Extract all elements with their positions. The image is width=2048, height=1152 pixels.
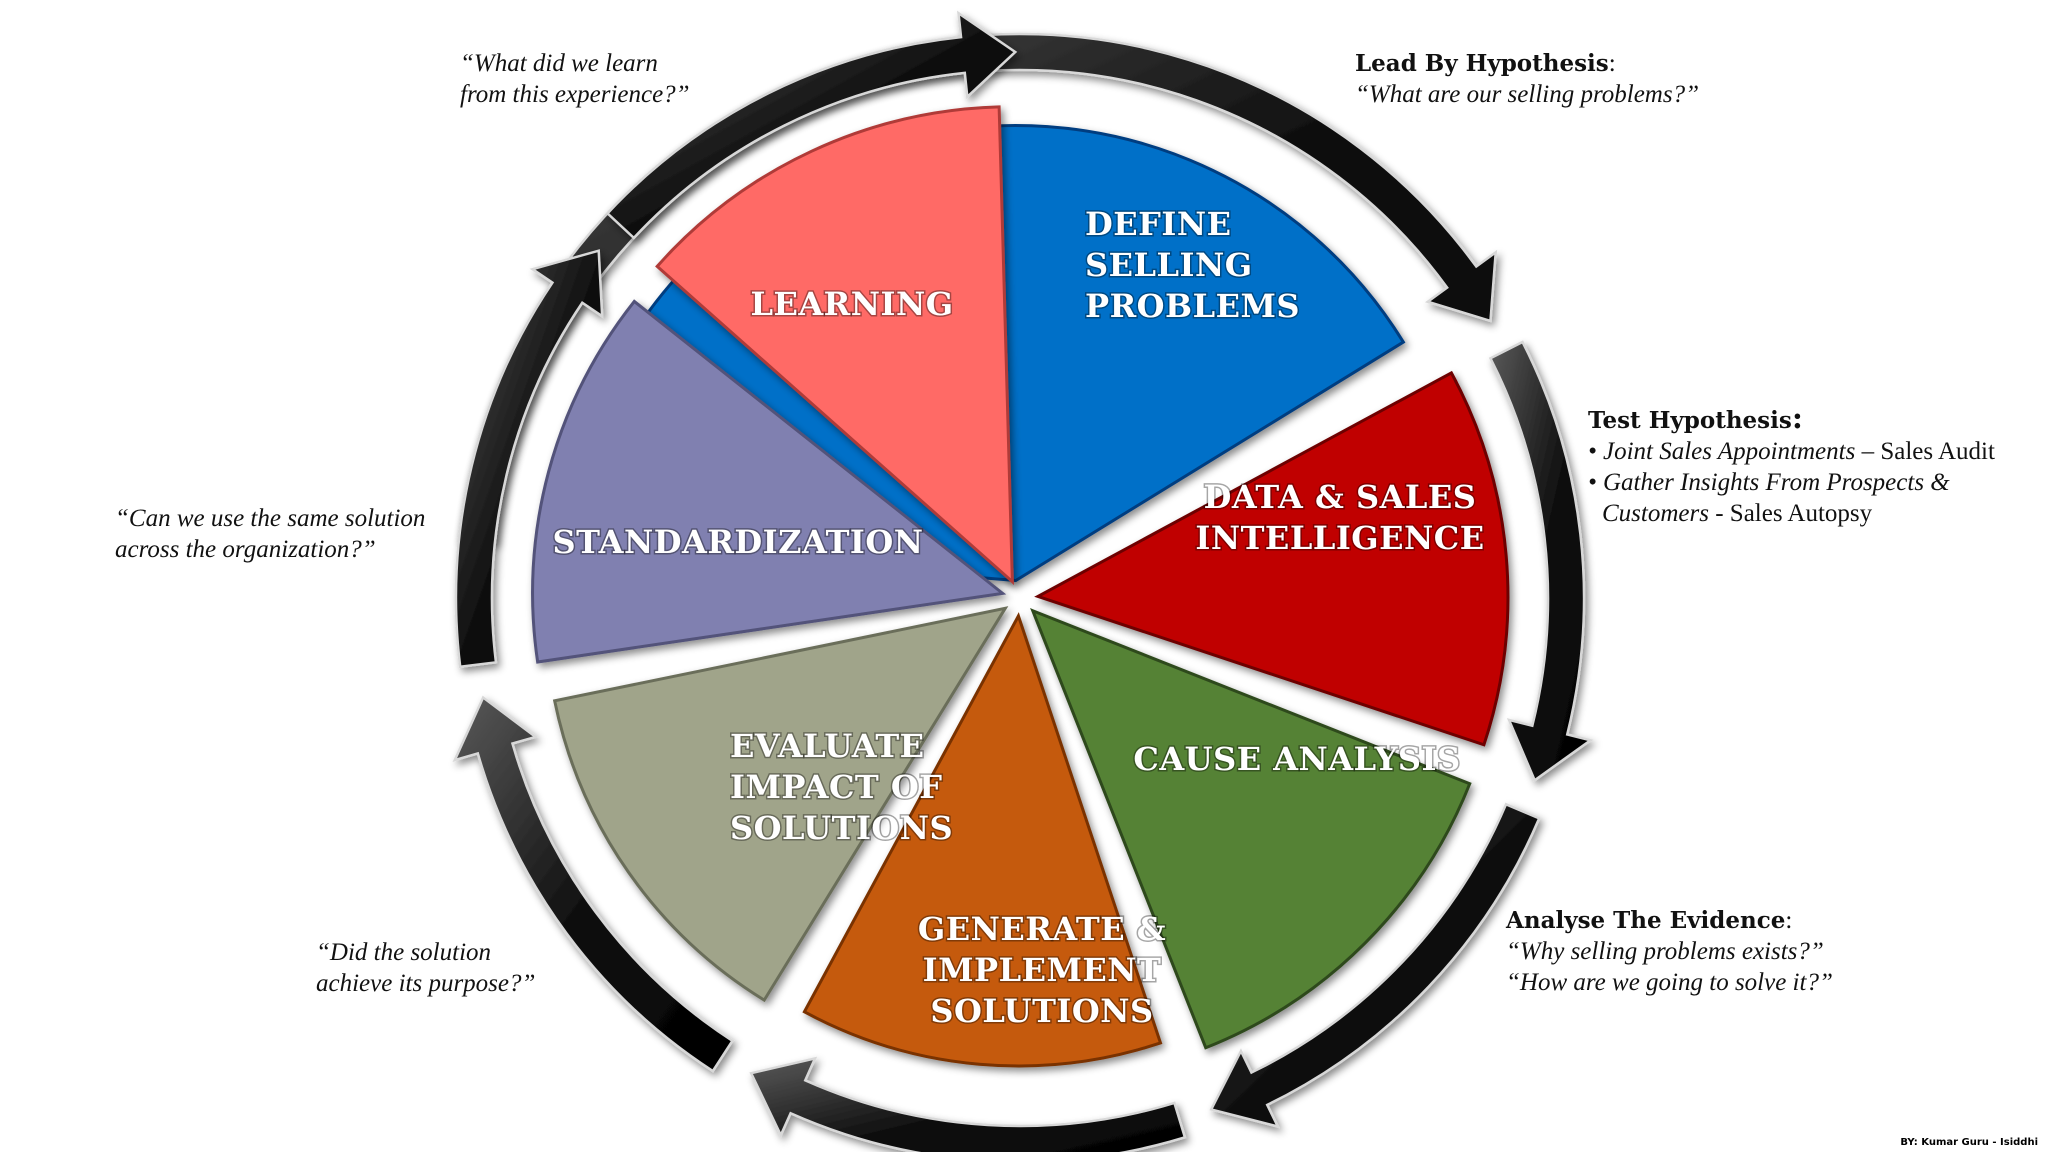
segment-learning bbox=[655, 105, 1014, 586]
cycle-arrow-standard bbox=[454, 249, 604, 669]
segment-label-line: IMPLEMENT bbox=[923, 951, 1162, 989]
note-cause-question-1: “Why selling problems exists?” bbox=[1506, 938, 1824, 965]
note-standardization: “Can we use the same solution across the… bbox=[115, 503, 425, 565]
note-learning-line-2: from this experience?” bbox=[460, 81, 690, 108]
segment-label-line: INTELLIGENCE bbox=[1195, 519, 1484, 557]
note-cause: Analyse The Evidence: “Why selling probl… bbox=[1506, 905, 1833, 998]
segment-label-line: PROBLEMS bbox=[1085, 287, 1300, 325]
segment-evaluate bbox=[552, 606, 1009, 1003]
segment-label-standard: STANDARDIZATION bbox=[553, 523, 924, 561]
cycle-arrow-cause bbox=[1209, 802, 1541, 1129]
note-define: Lead By Hypothesis: “What are our sellin… bbox=[1355, 48, 1699, 110]
segment-standard bbox=[531, 299, 1007, 664]
note-evaluate-line-2: achieve its purpose?” bbox=[316, 970, 536, 997]
note-cause-question-2: “How are we going to solve it?” bbox=[1506, 969, 1833, 996]
note-evaluate-line-1: “Did the solution bbox=[316, 939, 492, 966]
note-standardization-line-1: “Can we use the same solution bbox=[115, 505, 426, 532]
cycle-arrow-evaluate bbox=[452, 695, 735, 1073]
segment-label-line: STANDARDIZATION bbox=[553, 523, 924, 561]
note-cause-heading: Analyse The Evidence bbox=[1506, 907, 1786, 934]
cycle-arrow-generate bbox=[749, 1056, 1187, 1152]
cycle-arrow-data bbox=[1488, 340, 1594, 783]
segment-label-line: SELLING bbox=[1085, 246, 1253, 284]
segment-label-learning: LEARNING bbox=[750, 285, 953, 323]
cycle-arrows bbox=[452, 10, 1594, 1152]
segment-label-line: CAUSE ANALYSIS bbox=[1133, 740, 1460, 778]
segment-label-line: SOLUTIONS bbox=[730, 809, 953, 847]
segment-label-line: GENERATE & bbox=[918, 910, 1166, 948]
segment-cause bbox=[1030, 608, 1472, 1050]
segment-label-line: LEARNING bbox=[750, 285, 953, 323]
note-data-bullet-2-rest: - Sales Autopsy bbox=[1708, 500, 1873, 527]
note-define-question: “What are our selling problems?” bbox=[1355, 81, 1699, 108]
note-data-heading: Test Hypothesis bbox=[1588, 407, 1792, 434]
segment-label-cause: CAUSE ANALYSIS bbox=[1133, 740, 1460, 778]
segment-generate bbox=[802, 612, 1163, 1068]
note-define-colon: : bbox=[1608, 50, 1616, 77]
author-credit: BY: Kumar Guru - Isiddhi bbox=[1900, 1137, 2038, 1148]
note-data-bullet-1-rest: – Sales Audit bbox=[1855, 438, 1995, 465]
cycle-arrow-learning bbox=[605, 10, 1018, 240]
segment-label-line: DATA & SALES bbox=[1204, 478, 1477, 516]
segment-data bbox=[1034, 370, 1510, 747]
note-evaluate: “Did the solution achieve its purpose?” bbox=[316, 937, 535, 999]
note-data: Test Hypothesis: • Joint Sales Appointme… bbox=[1588, 403, 1995, 529]
segment-label-line: IMPACT OF bbox=[730, 768, 942, 806]
note-data-bullet-2-cont: Customers bbox=[1602, 500, 1709, 527]
note-data-bullet-1: • Joint Sales Appointments bbox=[1588, 438, 1856, 465]
note-data-bullet-2: • Gather Insights From Prospects & bbox=[1588, 469, 1950, 496]
note-cause-colon: : bbox=[1785, 907, 1793, 934]
note-standardization-line-2: across the organization?” bbox=[115, 536, 376, 563]
note-learning-line-1: “What did we learn bbox=[460, 50, 658, 77]
note-data-colon: : bbox=[1791, 401, 1803, 436]
note-learning: “What did we learn from this experience?… bbox=[460, 48, 690, 110]
segment-label-line: SOLUTIONS bbox=[930, 992, 1153, 1030]
pie-segments bbox=[531, 105, 1510, 1068]
note-define-heading: Lead By Hypothesis bbox=[1355, 50, 1609, 77]
segment-label-line: EVALUATE bbox=[730, 727, 925, 765]
segment-label-line: DEFINE bbox=[1085, 205, 1231, 243]
